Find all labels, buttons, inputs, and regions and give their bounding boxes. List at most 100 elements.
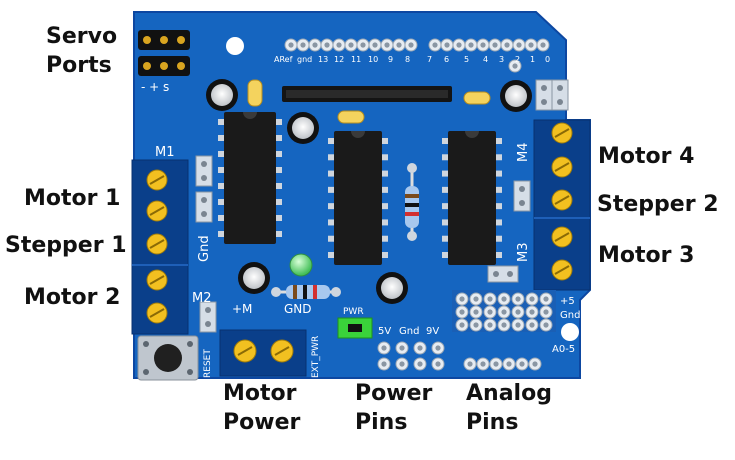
label-a0-5: A0-5 bbox=[552, 344, 575, 355]
digital-pin-label: 6 bbox=[444, 55, 449, 64]
header-pin bbox=[428, 38, 442, 52]
label-power-gnd: Gnd bbox=[399, 326, 419, 337]
label-gnd-left: Gnd bbox=[197, 235, 212, 262]
header-pin bbox=[497, 292, 511, 306]
header-pin bbox=[431, 357, 445, 371]
resistor bbox=[405, 163, 419, 241]
header-pin bbox=[463, 357, 477, 371]
header-pin bbox=[395, 341, 409, 355]
label-m2: M2 bbox=[192, 291, 212, 306]
digital-pin-label: 2 bbox=[515, 55, 520, 64]
two-pin-jumper bbox=[195, 155, 213, 187]
callout-motor-power-line-2: Power bbox=[223, 410, 301, 435]
header-pin bbox=[525, 318, 539, 332]
header-pin bbox=[497, 318, 511, 332]
digital-pin-label: 8 bbox=[405, 55, 410, 64]
header-pin bbox=[413, 341, 427, 355]
header-pin bbox=[502, 357, 516, 371]
header-pin bbox=[511, 305, 525, 319]
header-pin bbox=[500, 38, 514, 52]
header-pin bbox=[483, 305, 497, 319]
two-pin-jumper bbox=[199, 301, 217, 333]
smd-capacitor bbox=[463, 91, 491, 105]
label-plus-m: +M bbox=[232, 302, 252, 316]
label-m1: M1 bbox=[155, 145, 175, 160]
terminal-block-bottom bbox=[219, 329, 307, 377]
header-pin bbox=[356, 38, 370, 52]
digital-pin-label: 9 bbox=[388, 55, 393, 64]
capacitor bbox=[238, 262, 270, 294]
header-pin bbox=[469, 292, 483, 306]
terminal-screw bbox=[146, 269, 168, 291]
header-pin bbox=[528, 357, 542, 371]
motor-driver-ic bbox=[328, 131, 388, 265]
power-header bbox=[377, 341, 445, 371]
capacitor bbox=[376, 272, 408, 304]
digital-pin-label: gnd bbox=[297, 55, 312, 64]
header-pin bbox=[368, 38, 382, 52]
header-pin bbox=[539, 318, 553, 332]
reset-button[interactable] bbox=[137, 335, 199, 381]
callout-stepper-1: Stepper 1 bbox=[5, 233, 127, 258]
callout-power-pins-line-2: Pins bbox=[355, 410, 408, 435]
header-pin bbox=[489, 357, 503, 371]
header-pin bbox=[431, 341, 445, 355]
digital-pin-label: 1 bbox=[530, 55, 535, 64]
two-pin-jumper bbox=[195, 191, 213, 223]
terminal-screws-left bbox=[146, 169, 168, 324]
right-header-block bbox=[452, 290, 556, 332]
label-pwr: PWR bbox=[343, 307, 364, 317]
header-pin bbox=[511, 292, 525, 306]
header-pin bbox=[413, 357, 427, 371]
two-pin-jumper bbox=[535, 79, 553, 111]
label-m4: M4 bbox=[516, 143, 531, 163]
header-pin bbox=[392, 38, 406, 52]
header-pin bbox=[525, 292, 539, 306]
label-gnd-right: Gnd bbox=[560, 310, 580, 321]
terminal-screw bbox=[551, 226, 573, 248]
callout-motor-2: Motor 2 bbox=[24, 285, 121, 310]
header-pin bbox=[539, 305, 553, 319]
label-power-9v: 9V bbox=[426, 326, 439, 337]
digital-pin-label: ARef bbox=[274, 55, 293, 64]
header-pin bbox=[455, 292, 469, 306]
callout-motor-3: Motor 3 bbox=[598, 243, 695, 268]
header-pin bbox=[377, 357, 391, 371]
terminal-screw bbox=[551, 189, 573, 211]
two-pin-jumper bbox=[551, 79, 569, 111]
header-pin bbox=[511, 318, 525, 332]
mounting-hole bbox=[561, 323, 579, 341]
terminal-screw bbox=[146, 200, 168, 222]
header-pin bbox=[508, 59, 522, 73]
label-ext-pwr: EXT_PWR bbox=[311, 336, 321, 378]
two-pin-jumper bbox=[487, 265, 519, 283]
header-pin bbox=[515, 357, 529, 371]
small-jumpers bbox=[195, 79, 569, 333]
label-power-5v: 5V bbox=[378, 326, 391, 337]
digital-pin-label: 5 bbox=[464, 55, 469, 64]
header-pin bbox=[483, 318, 497, 332]
callout-stepper-2: Stepper 2 bbox=[597, 192, 719, 217]
digital-pin-label: 13 bbox=[318, 55, 328, 64]
callout-analog-pins-line-2: Pins bbox=[466, 410, 519, 435]
label-gnd-bottom: GND bbox=[284, 302, 312, 316]
header-pin bbox=[308, 38, 322, 52]
motor-driver-ic bbox=[442, 131, 502, 265]
header-pin bbox=[380, 38, 394, 52]
header-pin bbox=[296, 38, 310, 52]
callout-servo-line-2: Ports bbox=[46, 53, 112, 78]
capacitor bbox=[500, 80, 532, 112]
analog-header bbox=[463, 357, 542, 371]
digital-pin-label: 10 bbox=[368, 55, 378, 64]
digital-pin-label: 0 bbox=[545, 55, 550, 64]
header-pin bbox=[488, 38, 502, 52]
label-m3: M3 bbox=[516, 243, 531, 263]
header-pin bbox=[497, 305, 511, 319]
header-pin bbox=[452, 38, 466, 52]
smd-capacitor bbox=[337, 110, 365, 124]
header-pin bbox=[483, 292, 497, 306]
digital-pin-label: 12 bbox=[334, 55, 344, 64]
header-pin bbox=[404, 38, 418, 52]
pwr-jumper[interactable] bbox=[337, 317, 373, 339]
